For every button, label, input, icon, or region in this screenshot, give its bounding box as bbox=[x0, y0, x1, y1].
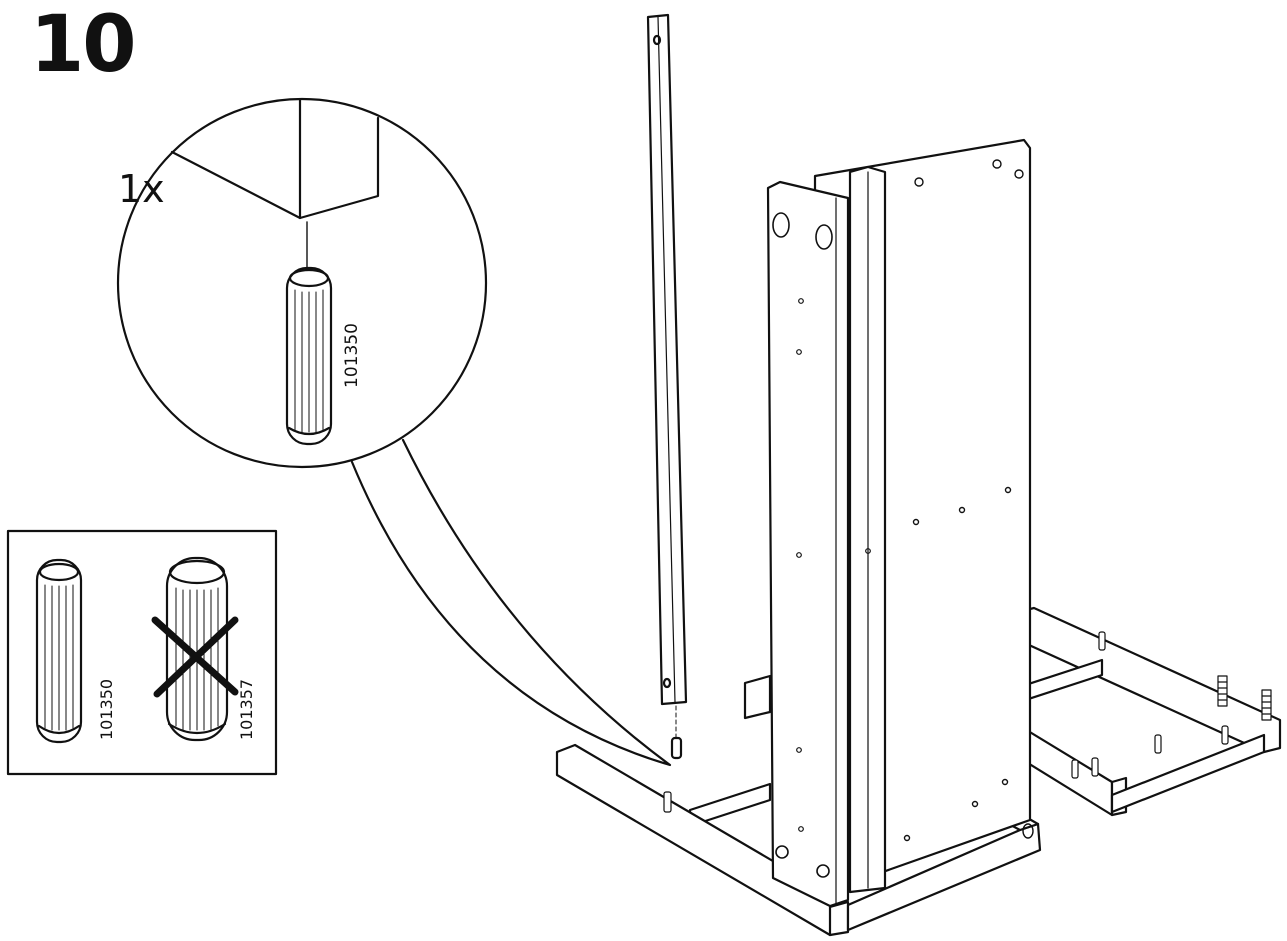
correct-part-number: 101350 bbox=[97, 679, 116, 740]
callout-pointer bbox=[350, 438, 672, 767]
callout-part-number: 101350 bbox=[342, 323, 362, 388]
incorrect-part-number: 101357 bbox=[237, 679, 256, 740]
step-number: 10 bbox=[30, 0, 137, 90]
vertical-rail bbox=[646, 13, 688, 760]
back-base-frame bbox=[1008, 606, 1282, 817]
dowel-icon bbox=[285, 266, 333, 446]
divider-panel bbox=[848, 165, 887, 894]
side-panel bbox=[766, 180, 850, 908]
dowel-comparison-box: 101350 101357 bbox=[6, 529, 278, 776]
detail-callout: 1x 101350 bbox=[116, 97, 672, 767]
callout-quantity: 1x bbox=[118, 167, 165, 211]
incorrect-dowel-icon bbox=[165, 556, 229, 742]
board-corner bbox=[170, 116, 380, 220]
correct-dowel-icon bbox=[35, 558, 83, 744]
dowel-pin bbox=[670, 736, 683, 760]
cross-out-icon bbox=[151, 616, 239, 698]
